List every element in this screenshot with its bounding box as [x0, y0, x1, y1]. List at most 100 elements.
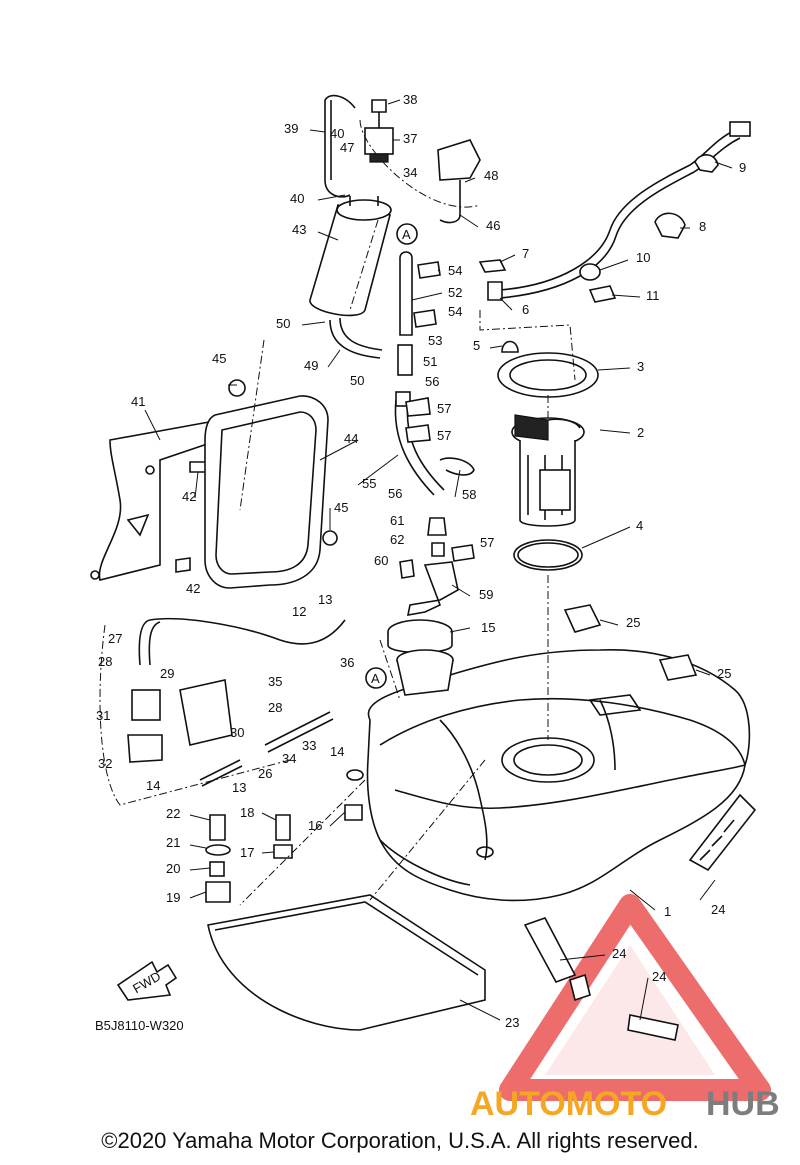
callout-23: 23 [505, 1015, 519, 1030]
solenoid-valve [364, 99, 394, 163]
callout-2: 2 [637, 425, 644, 440]
callout-41: 41 [131, 394, 145, 409]
callout-62: 62 [390, 532, 404, 547]
vent-hose [397, 251, 413, 376]
callout-27: 27 [108, 631, 122, 646]
clip-54b [413, 309, 437, 328]
pump-bracket [399, 517, 459, 616]
callout-5: 5 [473, 338, 480, 353]
callout-60: 60 [374, 553, 388, 568]
callout-43: 43 [292, 222, 306, 237]
cap [501, 340, 519, 353]
o-ring [513, 539, 583, 571]
callout-44: 44 [344, 431, 358, 446]
callout-13: 13 [318, 592, 332, 607]
callout-32: 32 [98, 756, 112, 771]
callout-51: 51 [423, 354, 437, 369]
callout-46: 46 [486, 218, 500, 233]
callout-10: 10 [636, 250, 650, 265]
callout-7: 7 [522, 246, 529, 261]
callout-53: 53 [428, 333, 442, 348]
callout-39: 39 [284, 121, 298, 136]
canister-hose [329, 317, 383, 359]
callout-6: 6 [522, 302, 529, 317]
callout-61: 61 [390, 513, 404, 528]
callout-12: 12 [292, 604, 306, 619]
breather-tube [264, 711, 334, 753]
callout-45: 45 [334, 500, 348, 515]
callout-54: 54 [448, 263, 462, 278]
damper-24d [627, 1014, 679, 1041]
wire-clip-58 [439, 457, 475, 476]
callout-42: 42 [182, 489, 196, 504]
callout-25: 25 [717, 666, 731, 681]
callout-22: 22 [166, 806, 180, 821]
leader-lines [144, 99, 733, 1021]
callout-3: 3 [637, 359, 644, 374]
callout-28: 28 [98, 654, 112, 669]
bolt-18 [275, 814, 291, 841]
callout-18: 18 [240, 805, 254, 820]
callout-20: 20 [166, 861, 180, 876]
check-valve [127, 679, 233, 763]
callout-14: 14 [330, 744, 344, 759]
callout-40: 40 [330, 126, 344, 141]
damper-24c [569, 973, 591, 1002]
charcoal-canister [309, 196, 392, 317]
clip-57b [405, 424, 431, 443]
callout-1: 1 [664, 904, 671, 919]
copyright-notice: ©2020 Yamaha Motor Corporation, U.S.A. A… [101, 1128, 699, 1153]
pad-25a [563, 604, 602, 633]
bolt-42a [189, 461, 207, 473]
callout-59: 59 [479, 587, 493, 602]
collar-20 [209, 861, 225, 877]
callout-57: 57 [437, 401, 451, 416]
callout-19: 19 [166, 890, 180, 905]
fuel-pump-assembly [511, 414, 585, 527]
callout-16: 16 [308, 818, 322, 833]
overflow-hose [149, 617, 346, 645]
fuel-hose-assembly [478, 121, 751, 303]
callout-21: 21 [166, 835, 180, 850]
alignment-lines [99, 119, 576, 906]
callout-15: 15 [481, 620, 495, 635]
callout-8: 8 [699, 219, 706, 234]
tank-cover [204, 395, 329, 589]
clip-57a [405, 397, 431, 417]
callout-37: 37 [403, 131, 417, 146]
callout-47: 47 [340, 140, 354, 155]
reference-marker-a-mid [365, 667, 387, 689]
callout-24: 24 [652, 969, 666, 984]
callout-11: 11 [646, 288, 660, 303]
vacuum-hose [324, 94, 356, 198]
watermark-text: AUTOMOTO HUB [470, 1085, 780, 1123]
callout-13: 13 [232, 780, 246, 795]
callout-24: 24 [612, 946, 626, 961]
callout-numbers: 1234567891011121313141415161718192021222… [96, 92, 746, 1030]
callout-25: 25 [626, 615, 640, 630]
bolt-42b [175, 557, 191, 573]
callout-50: 50 [276, 316, 290, 331]
callout-28: 28 [268, 700, 282, 715]
callout-56: 56 [388, 486, 402, 501]
callout-57: 57 [480, 535, 494, 550]
heat-shield [207, 894, 486, 1031]
bolt-22 [209, 814, 226, 841]
callout-45: 45 [212, 351, 226, 366]
callout-50: 50 [350, 373, 364, 388]
callout-54: 54 [448, 304, 462, 319]
callout-17: 17 [240, 845, 254, 860]
watermark-part2: HUB [706, 1085, 780, 1123]
callout-34: 34 [403, 165, 417, 180]
reference-marker-a-top [396, 223, 418, 245]
callout-56: 56 [425, 374, 439, 389]
damper-24a [688, 793, 757, 872]
damper-24b [523, 917, 577, 983]
forward-direction-arrow: FWD [116, 960, 178, 1001]
callout-26: 26 [258, 766, 272, 781]
callout-29: 29 [160, 666, 174, 681]
callout-42: 42 [186, 581, 200, 596]
pad-25b [658, 654, 698, 681]
grommet-16 [344, 804, 363, 821]
